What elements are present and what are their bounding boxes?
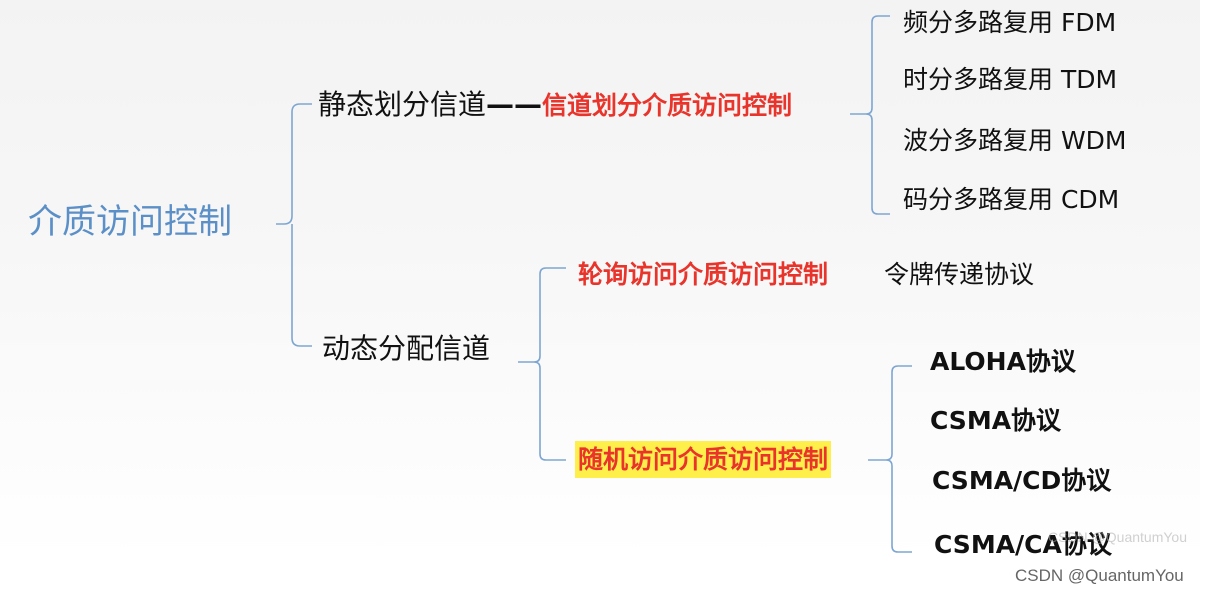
random-mac-node: 随机访问介质访问控制 xyxy=(575,441,832,478)
multiplexing-item: 时分多路复用 TDM xyxy=(903,65,1118,94)
multiplexing-item: 频分多路复用 FDM xyxy=(903,8,1117,37)
static-channel-label: 静态划分信道 xyxy=(318,88,487,121)
mindmap-slide: 介质访问控制 静态划分信道——信道划分介质访问控制 频分多路复用 FDM 时分多… xyxy=(0,0,1200,560)
static-dash: —— xyxy=(486,88,543,121)
polling-mac-node: 轮询访问介质访问控制 xyxy=(578,260,829,289)
multiplexing-item: 波分多路复用 WDM xyxy=(903,126,1127,155)
random-protocol-item: CSMA/CA协议 xyxy=(934,530,1112,559)
root-node: 介质访问控制 xyxy=(28,202,232,242)
random-protocol-item: ALOHA协议 xyxy=(930,347,1076,376)
random-protocol-item: CSMA/CD协议 xyxy=(932,466,1112,495)
static-channel-node: 静态划分信道——信道划分介质访问控制 xyxy=(318,91,792,119)
dynamic-bracket xyxy=(518,267,566,461)
dynamic-channel-node: 动态分配信道 xyxy=(322,332,491,365)
channel-partition-mac-label: 信道划分介质访问控制 xyxy=(542,91,793,120)
csdn-watermark: CSDN @QuantumYou xyxy=(1015,566,1184,585)
faint-watermark: CSDN @QuantumYou xyxy=(1048,529,1187,545)
multiplexing-item: 码分多路复用 CDM xyxy=(903,185,1120,214)
multiplexing-bracket xyxy=(850,15,890,215)
mindmap-connectors xyxy=(276,15,912,553)
root-bracket xyxy=(276,103,312,347)
token-protocol-node: 令牌传递协议 xyxy=(884,260,1035,289)
random-protocol-item: CSMA协议 xyxy=(930,406,1062,435)
random-bracket xyxy=(868,365,912,553)
